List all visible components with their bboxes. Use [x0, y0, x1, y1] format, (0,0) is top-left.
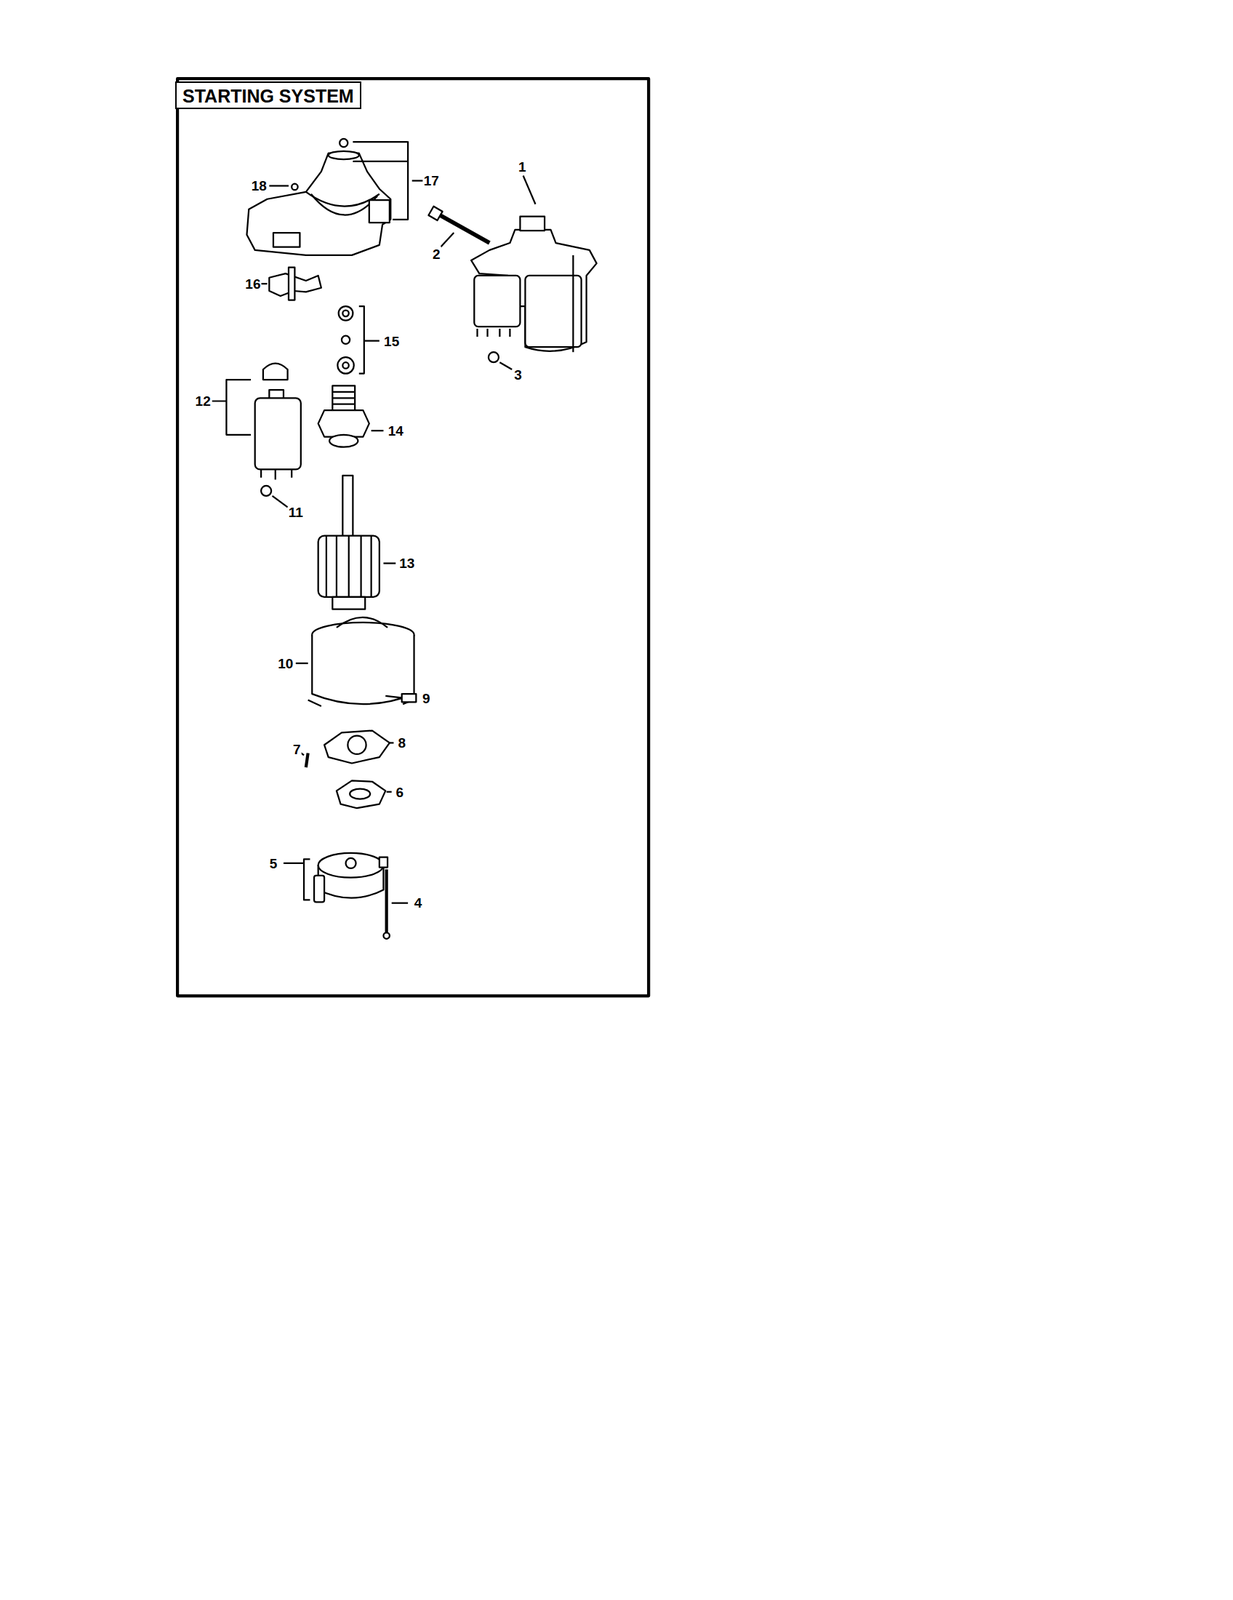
callout-number: 3 [513, 366, 523, 382]
callout-number: 4 [413, 894, 424, 911]
callout-number: 8 [396, 735, 407, 751]
callout-number: 2 [431, 246, 442, 262]
callout-number: 18 [250, 178, 268, 194]
callout-number: 11 [287, 504, 304, 520]
callout-number: 14 [387, 422, 405, 438]
callout-number: 12 [194, 393, 212, 409]
callout-number: 13 [398, 555, 416, 571]
callout-number: 5 [268, 854, 279, 871]
callout-number: 7 [292, 740, 302, 757]
callout-number: 16 [244, 275, 261, 291]
callout-number: 17 [423, 173, 440, 189]
callout-number: 9 [421, 689, 432, 706]
diagram-title: STARTING SYSTEM [175, 81, 362, 110]
callout-number: 1 [517, 158, 528, 174]
callout-number: 15 [383, 332, 400, 349]
callout-number: 6 [395, 783, 405, 799]
callout-number: 10 [276, 655, 294, 671]
